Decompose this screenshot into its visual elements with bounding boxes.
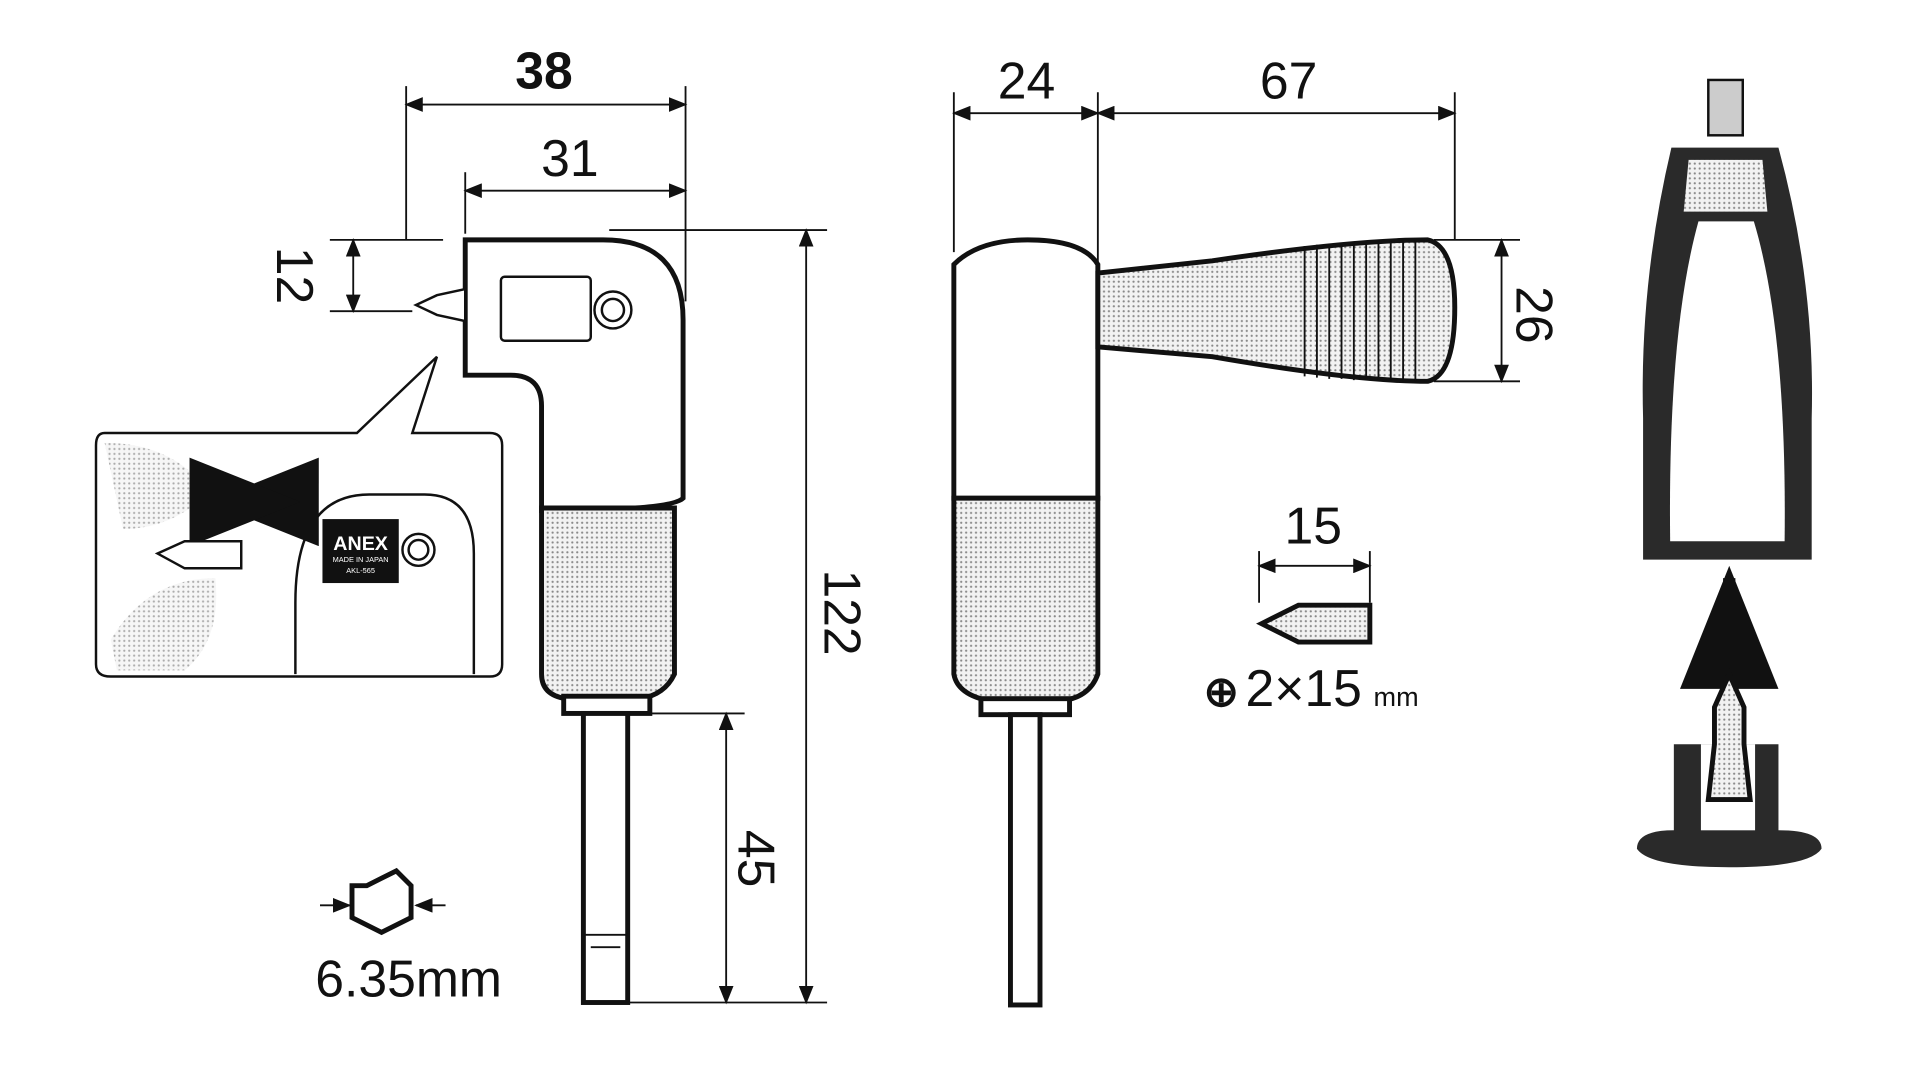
dim-shank-length: 45 <box>727 830 785 887</box>
front-window <box>499 275 593 342</box>
bit-drawing <box>1256 602 1373 645</box>
dim-bit-offset: 12 <box>266 247 324 304</box>
dim-handle-diameter: 26 <box>1505 286 1563 343</box>
bit-spec: 15 ⊕ 2×15 mm <box>1204 497 1419 717</box>
label-origin: MADE IN JAPAN <box>333 555 389 564</box>
hex-size: 6.35mm <box>315 949 502 1007</box>
label-brand: ANEX <box>333 533 388 555</box>
handle-cross-section <box>1636 78 1822 868</box>
anex-label <box>322 519 399 584</box>
dim-overall-length: 122 <box>814 569 872 655</box>
dim-bit-length: 15 <box>1284 497 1341 555</box>
inset-bit <box>154 540 243 570</box>
front-view <box>413 237 686 1005</box>
front-grip <box>539 505 677 702</box>
hex-shank-spec: 6.35mm <box>315 867 502 1007</box>
front-collar <box>561 693 653 716</box>
dim-handle-length: 67 <box>1260 51 1317 109</box>
section-bit <box>1705 668 1753 803</box>
dim-side-head-width: 24 <box>998 51 1055 109</box>
label-model: AKL-565 <box>346 566 375 575</box>
front-hex-shank <box>580 710 631 1005</box>
hexagon-icon <box>349 867 414 936</box>
bit-size-unit: mm <box>1374 682 1419 712</box>
dim-width-total: 38 <box>515 42 572 100</box>
side-hex-shank <box>1008 712 1043 1008</box>
front-bit-tip <box>413 287 467 323</box>
bit-size: 2×15 <box>1246 659 1362 717</box>
dim-width-head: 31 <box>541 129 598 187</box>
side-grip <box>951 495 1101 704</box>
side-view <box>951 237 1458 1008</box>
phillips-icon: ⊕ <box>1204 668 1239 715</box>
inset-callout: ANEX MADE IN JAPAN AKL-565 <box>94 355 504 678</box>
side-handle <box>1095 237 1458 384</box>
side-head <box>951 237 1101 501</box>
threaded-stud <box>1707 78 1745 137</box>
